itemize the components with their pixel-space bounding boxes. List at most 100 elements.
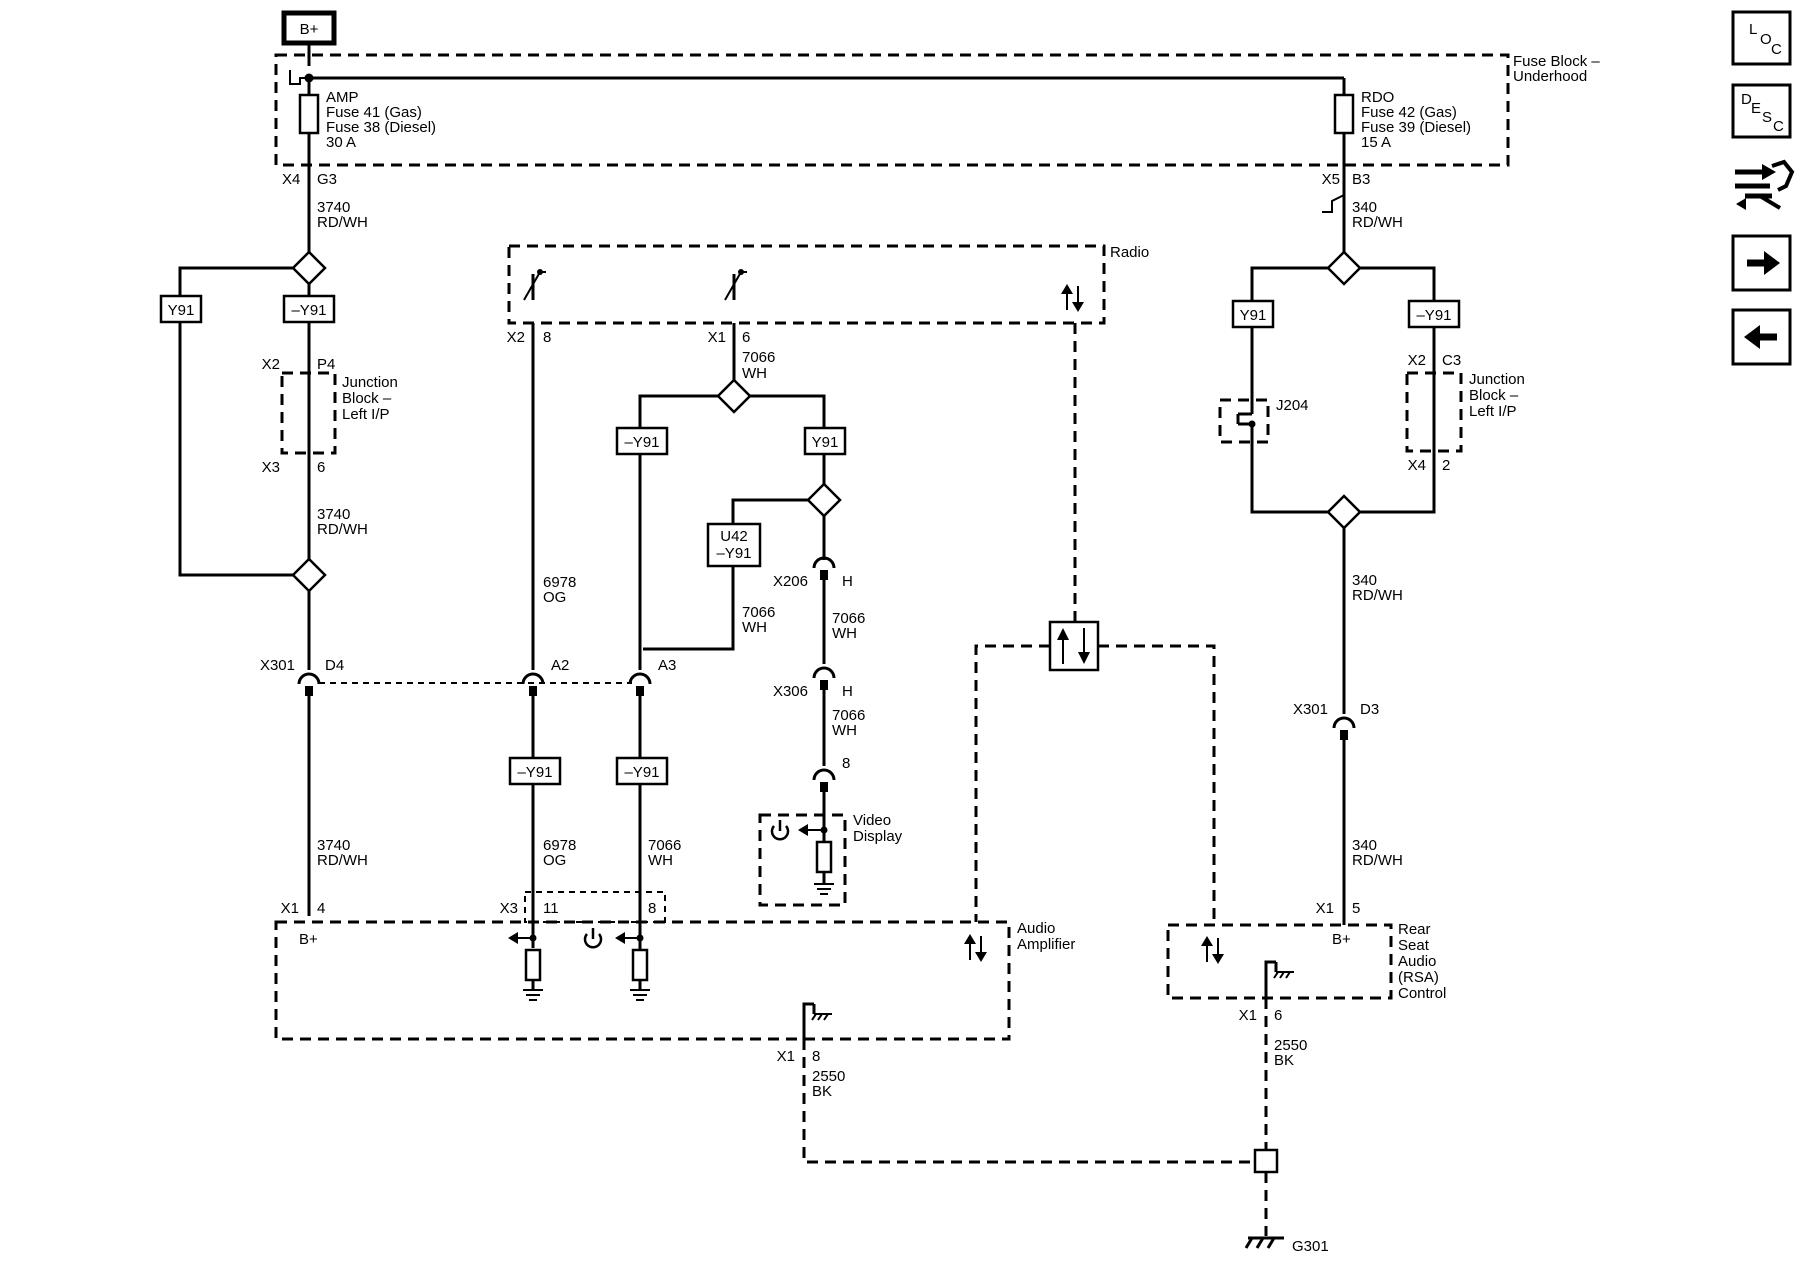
wire-7066-low-number: 7066	[832, 707, 865, 724]
amp-gnd-wire-color: BK	[812, 1083, 832, 1100]
wire-3740b-number: 3740	[317, 506, 350, 523]
amp-fuse-gas: Fuse 41 (Gas)	[326, 104, 422, 121]
bplus-label: B+	[300, 21, 319, 38]
radio-pin-8: 8	[543, 329, 551, 346]
jb-left-title-2: Block –	[342, 390, 392, 407]
amp-gnd-conn: X1	[777, 1048, 795, 1065]
video-display-title-1: Video	[853, 812, 891, 829]
wire-340c-color: RD/WH	[1352, 852, 1403, 869]
x301-pin-a3: A3	[658, 657, 676, 674]
comm-arrows-icon	[1061, 284, 1084, 312]
amplifier-bplus: B+	[299, 931, 318, 948]
option-not-y91-6978	[508, 756, 562, 786]
x301-left-label: X301	[260, 657, 295, 674]
loc-letter-l: L	[1749, 21, 1757, 38]
video-display-pin: 8	[842, 755, 850, 772]
x301-pin-d3: D3	[1360, 701, 1379, 718]
next-page-button[interactable]	[1731, 234, 1792, 292]
option-not-y91-7066b	[615, 756, 669, 786]
fuse-block-title: Fuse Block –	[1513, 53, 1600, 70]
amplifier-title-2: Amplifier	[1017, 936, 1075, 953]
ground-g301: G301	[1244, 998, 1329, 1255]
rsa-conn-x1: X1	[1316, 900, 1334, 917]
loc-letter-c: C	[1771, 41, 1782, 58]
splice-diamond	[291, 557, 327, 593]
option-u42-label-2: –Y91	[716, 545, 751, 562]
desc-letter-s: S	[1762, 109, 1772, 126]
wire-7066-amp-number: 7066	[648, 837, 681, 854]
x306-pin-h: H	[842, 683, 853, 700]
wire-3740-number: 3740	[317, 199, 350, 216]
option-y91-right-label: Y91	[1240, 307, 1267, 324]
wire-7066-u42-number: 7066	[742, 604, 775, 621]
previous-arrow-icon	[1744, 325, 1777, 349]
option-not-y91-left-label: –Y91	[291, 302, 326, 319]
location-icon: L O C	[1749, 21, 1782, 58]
wire-340b-color: RD/WH	[1352, 587, 1403, 604]
fuse-block-underhood: Fuse Block – Underhood AMP Fuse 41 (Gas)…	[274, 53, 1600, 167]
option-u42-label-1: U42	[720, 528, 748, 545]
rdo-fuse-pin: B3	[1352, 171, 1370, 188]
desc-letter-e: E	[1751, 100, 1761, 117]
jb-left-title-1: Junction	[342, 374, 398, 391]
amp-ground-wire	[802, 1039, 1255, 1164]
amp-fuse-pin: G3	[317, 171, 337, 188]
junction-block-right	[1405, 371, 1463, 453]
option-y91-7066-label: Y91	[812, 434, 839, 451]
audio-amplifier-module: Audio Amplifier B+ X3 11 8	[274, 891, 1075, 1100]
amp-fuse-connector: X4	[282, 171, 300, 188]
option-not-y91-7066b-label: –Y91	[624, 764, 659, 781]
wire-6978-color: OG	[543, 589, 566, 606]
rsa-title-5: Control	[1398, 985, 1446, 1002]
amp-x3-pin-11: 11	[543, 900, 559, 917]
description-button[interactable]: D E S C	[1731, 83, 1792, 139]
option-not-y91-left	[282, 294, 336, 324]
previous-page-button[interactable]	[1731, 308, 1792, 366]
jb-right-pin-in: C3	[1442, 352, 1461, 369]
rdo-fuse	[1333, 93, 1355, 135]
amp-fuse-name: AMP	[326, 89, 359, 106]
amp-pin-4: 4	[317, 900, 325, 917]
description-icon: D E S C	[1741, 91, 1784, 135]
option-not-y91-6978-label: –Y91	[517, 764, 552, 781]
wire-6978b-color: OG	[543, 852, 566, 869]
junction-block-left	[280, 371, 337, 455]
rsa-title-4: (RSA)	[1398, 969, 1439, 986]
rsa-pin-5: 5	[1352, 900, 1360, 917]
x206-label: X206	[773, 573, 808, 590]
wire-7066-color: WH	[742, 365, 767, 382]
amp-x3-pin-8: 8	[648, 900, 656, 917]
rdo-fuse-connector: X5	[1322, 171, 1340, 188]
desc-letter-c: C	[1773, 118, 1784, 135]
x301-right-label: X301	[1293, 701, 1328, 718]
loc-letter-o: O	[1760, 31, 1772, 48]
amp-fuse	[298, 93, 320, 135]
location-button[interactable]: L O C	[1731, 10, 1792, 66]
x301-pin-d4: D4	[325, 657, 344, 674]
j204-jumper	[1218, 398, 1270, 444]
fuse-block-subtitle: Underhood	[1513, 68, 1587, 85]
rsa-control-module: Rear Seat Audio (RSA) Control B+ X1 6 25…	[1166, 921, 1446, 1069]
jb-left-pin-out: 6	[317, 459, 325, 476]
wire-3740c-number: 3740	[317, 837, 350, 854]
power-icon	[583, 928, 603, 949]
option-y91-left	[159, 294, 203, 324]
option-y91-7066	[803, 426, 847, 456]
wire-340c-number: 340	[1352, 837, 1377, 854]
ground-g301-label: G301	[1292, 1238, 1329, 1255]
radio-conn-x1: X1	[708, 329, 726, 346]
rdo-fuse-rating: 15 A	[1361, 134, 1391, 151]
ground-splice	[1253, 1148, 1279, 1174]
radio-pin-6: 6	[742, 329, 750, 346]
rdo-fuse-diesel: Fuse 39 (Diesel)	[1361, 119, 1471, 136]
jb-left-conn-out: X3	[262, 459, 280, 476]
wire-7066-u42-color: WH	[742, 619, 767, 636]
radio-conn-x2: X2	[507, 329, 525, 346]
splice-diamond	[1326, 494, 1362, 530]
wire-7066-mid-color: WH	[832, 625, 857, 642]
circuit-3740: X4 G3 3740 RD/WH Y91 –Y91 X2 P4 Junction…	[159, 165, 398, 917]
wire-7066-amp-color: WH	[648, 852, 673, 869]
rsa-gnd-conn: X1	[1239, 1007, 1257, 1024]
connector-button[interactable]	[1735, 159, 1795, 210]
